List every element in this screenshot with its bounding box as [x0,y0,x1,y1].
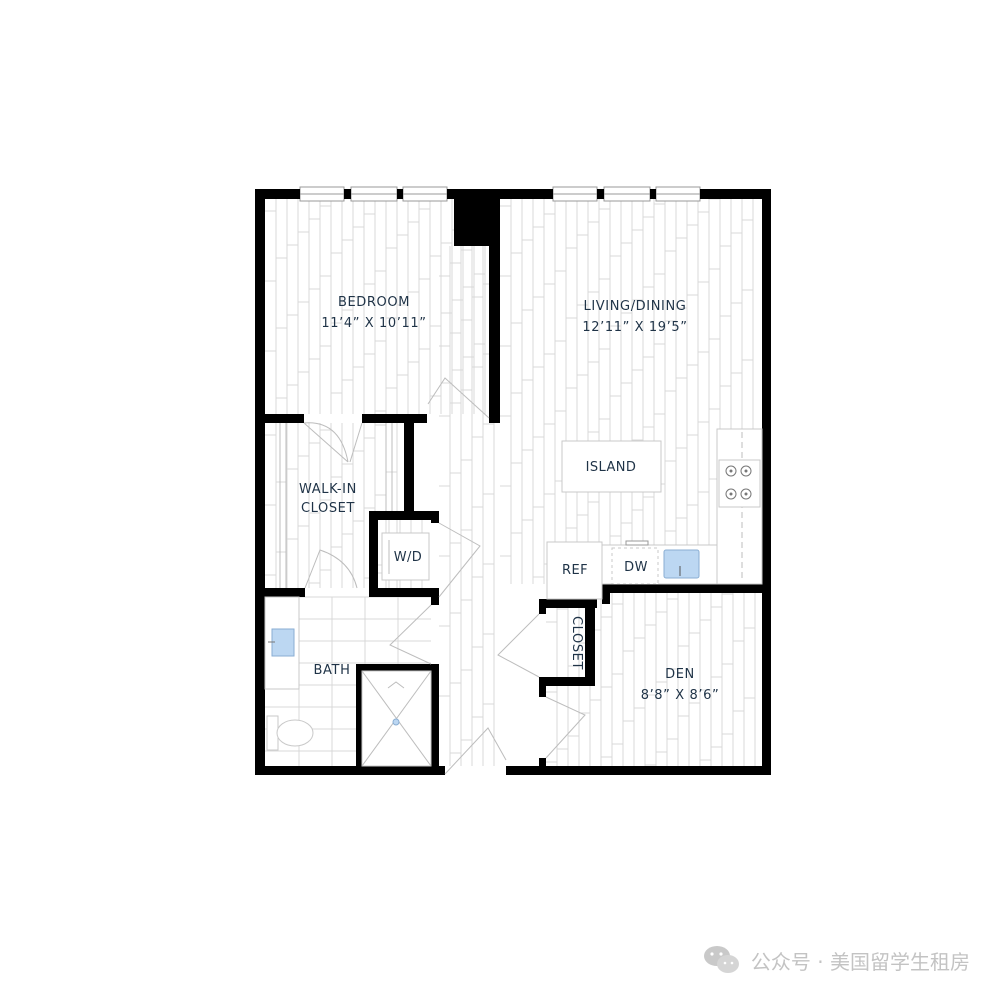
bath-name: BATH [314,663,351,678]
laundry: W/D [381,532,430,581]
bedroom-dims: 11’4” X 10’11” [321,316,426,331]
toilet-tank [266,715,279,751]
den-name: DEN [665,667,695,682]
shower [361,670,432,767]
ref-label: REF [562,563,588,578]
window-bedroom-2 [350,186,398,202]
living-dims: 12’11” X 19’5” [582,320,687,335]
cooktop [718,459,761,508]
window-bedroom-3 [402,186,448,202]
den-dims: 8’8” X 8’6” [641,688,720,703]
window-living-1 [552,186,598,202]
wd-label: W/D [394,550,422,565]
closet-name: CLOSET [569,616,584,670]
toilet-bowl [276,719,314,747]
bedroom-name: BEDROOM [338,295,410,310]
wechat-icon [703,946,739,973]
washer-dryer [381,532,430,581]
kitchen: ISLAND REF DW [546,428,763,600]
room-labels: BEDROOM 11’4” X 10’11” LIVING/DINING 12’… [299,295,719,703]
watermark-text: 公众号 · 美国留学生租房 [750,949,970,974]
bath-fixtures [264,596,432,767]
kitchen-sink [663,549,700,579]
walkin-closet-line2: CLOSET [301,501,355,516]
walls [255,189,771,775]
dishwasher [611,547,659,585]
island-label: ISLAND [586,460,637,475]
window-living-3 [655,186,701,202]
window-living-2 [603,186,651,202]
living-name: LIVING/DINING [584,299,687,314]
doors [279,377,586,775]
refrigerator [546,541,603,600]
dw-label: DW [624,560,648,575]
walkin-closet-line1: WALK-IN [299,482,357,497]
watermark: 公众号 · 美国留学生租房 [703,944,970,976]
window-bedroom-1 [299,186,345,202]
island [561,440,662,493]
bath-sink [271,628,295,657]
